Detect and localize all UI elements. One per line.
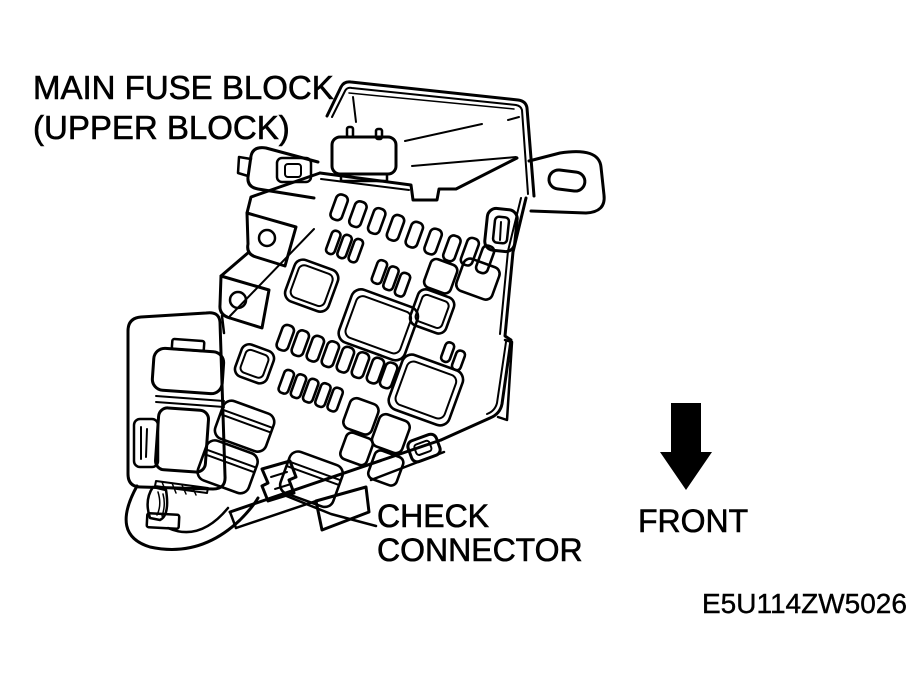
figure-code: E5U114ZW5026 [702, 588, 907, 619]
wall-relay [330, 125, 398, 183]
main-fuse-block-label-line2: (UPPER BLOCK) [33, 109, 290, 147]
tab-hole-upper [257, 228, 277, 248]
check-connector-label-line2: CONNECTOR [377, 532, 583, 568]
wire-hook [124, 480, 260, 551]
housing-connector-side [132, 417, 160, 469]
fuse-block-back-wall [318, 80, 536, 202]
left-mount-tabs [218, 171, 322, 335]
front-label: FRONT [638, 503, 749, 540]
bracket-oval-hole [547, 168, 587, 193]
fuse-panel-outline [228, 196, 528, 532]
check-connector-part [260, 459, 298, 503]
bottom-relays [196, 399, 345, 509]
callout-leader-line [282, 493, 378, 528]
mounting-bracket [527, 150, 606, 215]
front-arrow-icon [660, 403, 712, 490]
check-connector-label: CHECK CONNECTOR [377, 498, 583, 568]
bottom-flap [314, 485, 371, 532]
check-connector-label-line1: CHECK [377, 498, 490, 534]
housing-connector-upper [150, 346, 226, 396]
bottom-edge-latch [406, 432, 442, 464]
tab-hole-lower [228, 290, 248, 310]
main-fuse-block-label: MAIN FUSE BLOCK (UPPER BLOCK) [33, 68, 334, 148]
main-fuse-block-label-line1: MAIN FUSE BLOCK [33, 69, 334, 107]
top-left-latch [236, 146, 320, 200]
right-latch [483, 206, 519, 254]
fuse-grid [196, 193, 501, 509]
connector-housing [126, 311, 227, 491]
